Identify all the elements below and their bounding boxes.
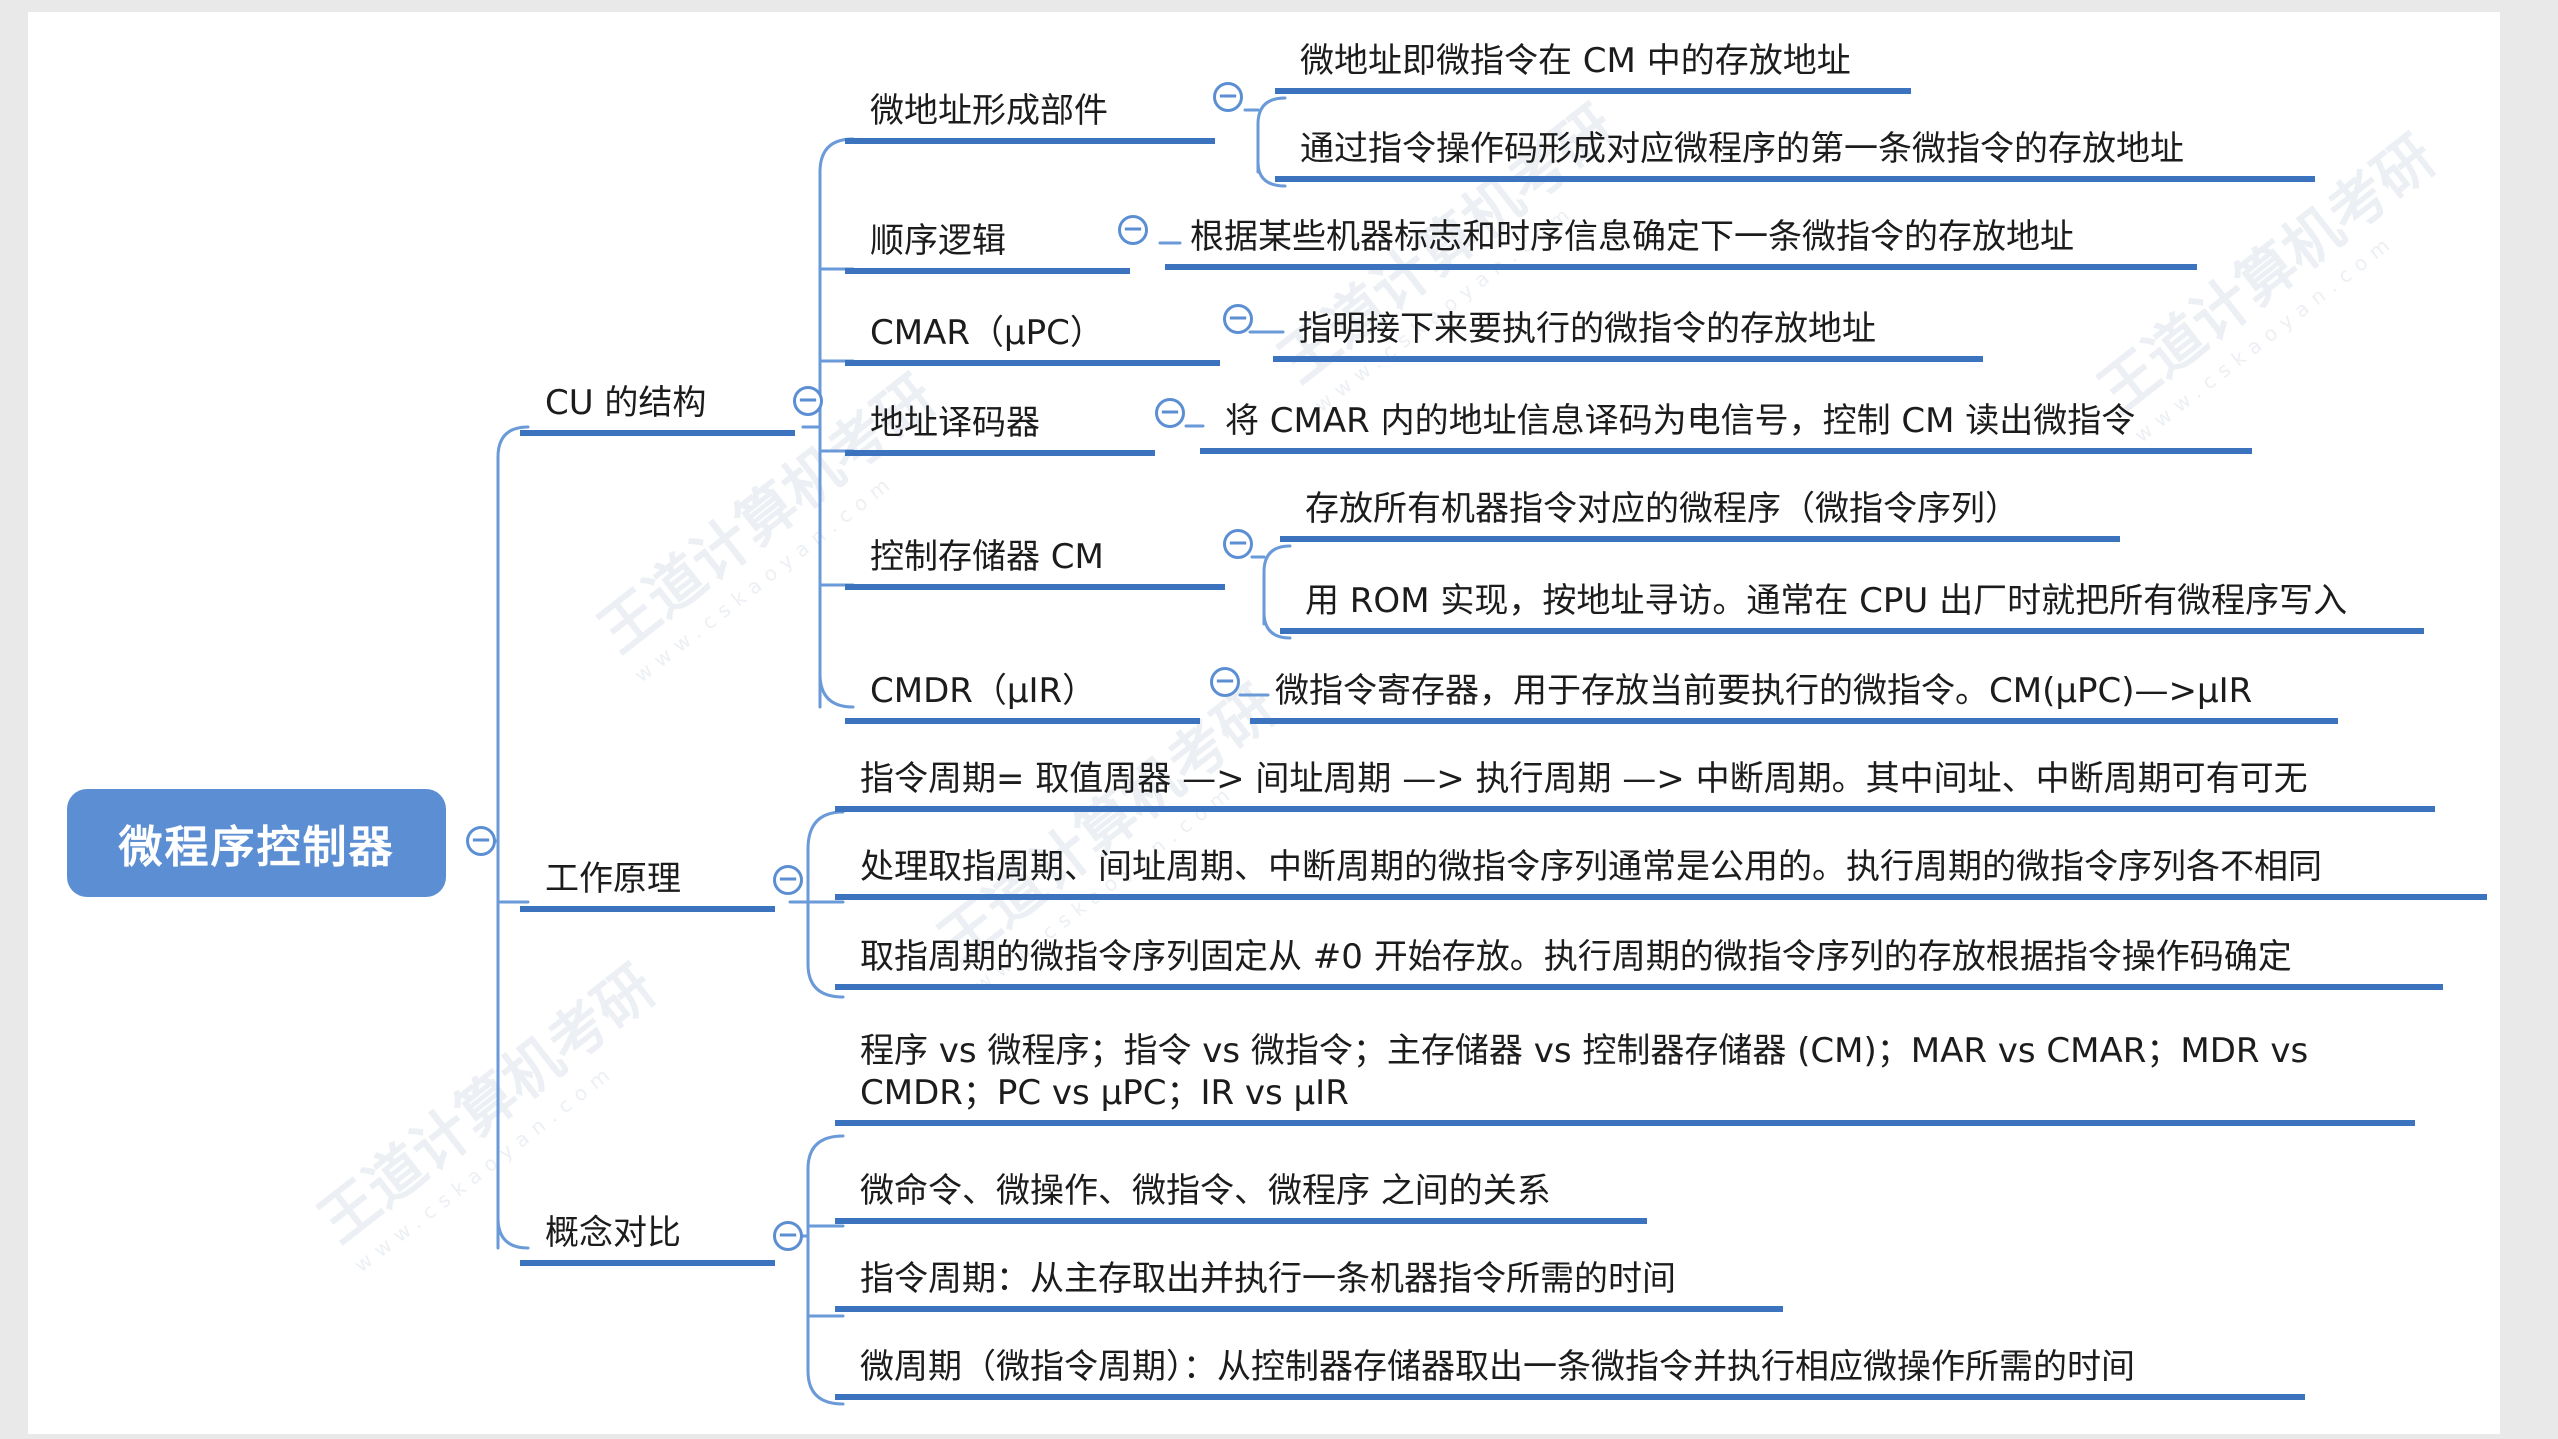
collapse-toggle[interactable]: −	[1223, 304, 1253, 334]
connector	[806, 962, 845, 999]
comparison-item[interactable]: 微周期（微指令周期）：从控制器存储器取出一条微指令并执行相应微操作所需的时间	[835, 1346, 2305, 1400]
detail-node[interactable]: 存放所有机器指令对应的微程序（微指令序列）	[1280, 488, 2120, 542]
connector	[1256, 160, 1287, 188]
connector	[496, 1216, 530, 1250]
collapse-toggle[interactable]: −	[793, 386, 823, 416]
branch-working-principle[interactable]: 工作原理	[520, 858, 775, 912]
collapse-toggle[interactable]: −	[1223, 529, 1253, 559]
connector-lines	[484, 96, 1292, 1406]
detail-node[interactable]: 根据某些机器标志和时序信息确定下一条微指令的存放地址	[1165, 216, 2197, 270]
detail-node[interactable]: 通过指令操作码形成对应微程序的第一条微指令的存放地址	[1275, 128, 2315, 182]
connector	[1262, 610, 1292, 640]
node-sequence-logic[interactable]: 顺序逻辑	[845, 220, 1130, 274]
node-control-memory[interactable]: 控制存储器 CM	[845, 536, 1225, 590]
detail-node[interactable]: 将 CMAR 内的地址信息译码为电信号，控制 CM 读出微指令	[1200, 400, 2252, 454]
collapse-toggle[interactable]: −	[1118, 215, 1148, 245]
collapse-toggle[interactable]: −	[773, 865, 803, 895]
principle-item[interactable]: 处理取指周期、间址周期、中断周期的微指令序列通常是公用的。执行周期的微指令序列各…	[835, 846, 2487, 900]
collapse-toggle[interactable]: −	[466, 826, 496, 856]
connector	[806, 810, 845, 851]
connector	[818, 672, 855, 709]
connector	[806, 1134, 845, 1171]
connector	[806, 1369, 845, 1406]
root-node[interactable]: 微程序控制器	[67, 789, 446, 897]
comparison-item[interactable]: 指令周期：从主存取出并执行一条机器指令所需的时间	[835, 1258, 1783, 1312]
connector	[496, 425, 530, 459]
branch-concept-comparison[interactable]: 概念对比	[520, 1212, 775, 1266]
collapse-toggle[interactable]: −	[1210, 667, 1240, 697]
comparison-item[interactable]: 微命令、微操作、微指令、微程序 之间的关系	[835, 1170, 1647, 1224]
node-cmar[interactable]: CMAR（μPC）	[845, 312, 1220, 366]
principle-item[interactable]: 指令周期= 取值周器 —> 间址周期 —> 执行周期 —> 中断周期。其中间址、…	[835, 758, 2435, 812]
connector	[1262, 544, 1292, 574]
node-cmdr[interactable]: CMDR（μIR）	[845, 670, 1200, 724]
detail-node[interactable]: 微指令寄存器，用于存放当前要执行的微指令。CM(μPC)—>μIR	[1250, 670, 2338, 724]
detail-node[interactable]: 指明接下来要执行的微指令的存放地址	[1273, 308, 1983, 362]
connector	[1256, 96, 1287, 126]
node-address-decoder[interactable]: 地址译码器	[845, 402, 1155, 456]
comparison-item[interactable]: 程序 vs 微程序；指令 vs 微指令；主存储器 vs 控制器存储器 (CM)；…	[835, 1030, 2415, 1126]
collapse-toggle[interactable]: −	[1155, 398, 1185, 428]
principle-item[interactable]: 取指周期的微指令序列固定从 #0 开始存放。执行周期的微指令序列的存放根据指令操…	[835, 936, 2443, 990]
collapse-toggle[interactable]: −	[773, 1221, 803, 1251]
detail-node[interactable]: 微地址即微指令在 CM 中的存放地址	[1275, 40, 1911, 94]
node-micro-address-unit[interactable]: 微地址形成部件	[845, 90, 1215, 144]
detail-node[interactable]: 用 ROM 实现，按地址寻访。通常在 CPU 出厂时就把所有微程序写入	[1280, 580, 2424, 634]
branch-cu-structure[interactable]: CU 的结构	[520, 382, 795, 436]
collapse-toggle[interactable]: −	[1213, 82, 1243, 112]
